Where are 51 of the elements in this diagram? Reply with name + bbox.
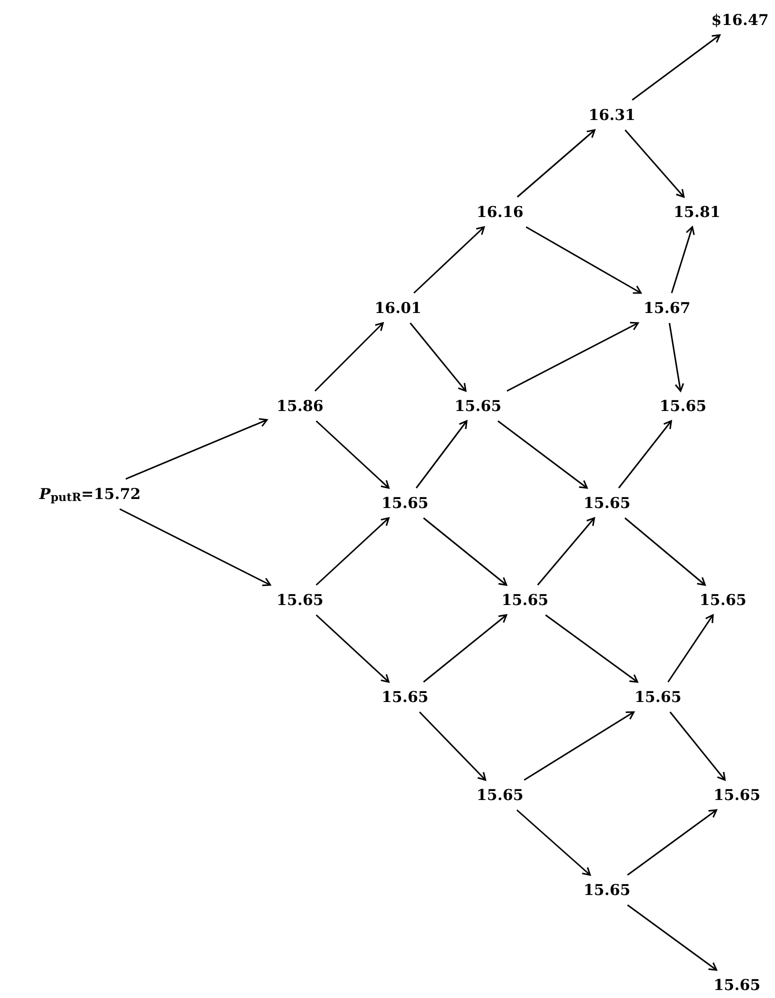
arrow [632,34,721,101]
arrow [316,517,390,586]
arrow [624,130,685,198]
arrow [526,226,642,294]
arrow [413,226,485,294]
node-value: 16.31 [588,108,636,122]
arrow [545,614,638,683]
node-value: 15.65 [584,882,630,898]
arrow [618,420,672,488]
node-value: 16.16 [476,204,524,220]
arrow [126,418,268,480]
node-value: 15.81 [674,204,720,220]
arrow [498,420,588,489]
arrow [416,420,468,488]
arrow [668,322,684,392]
node-value: 15.65 [382,690,428,704]
arrow [670,712,726,781]
arrow [627,809,718,876]
node-value: 15.67 [644,300,690,316]
node-value: 15.65 [584,496,630,510]
arrow [524,711,635,781]
arrow [537,517,596,586]
arrow [506,322,639,392]
node-value: $16.47 [711,12,769,28]
node-value: 15.65 [634,690,682,704]
node-value: 15.65 [382,496,428,510]
node-value: 15.65 [454,398,502,414]
node-value: P$_{put}$$_{R}$=15.72 [39,486,141,502]
node-value: 15.65 [714,788,760,802]
arrow [423,614,508,683]
node-value: 15.65 [276,592,324,608]
arrow [516,129,596,198]
node-value: 15.65 [700,592,746,608]
arrow [316,420,390,489]
node-value: 16.01 [374,300,422,316]
node-value: 15.65 [476,788,524,802]
node-value: 15.65 [714,978,760,992]
arrow [670,226,695,294]
arrow [667,614,714,682]
arrow [423,517,508,586]
arrow [419,711,486,781]
node-value: 15.65 [502,592,548,608]
node-value: 15.86 [276,398,324,414]
arrow [119,508,272,586]
arrow [624,517,706,586]
arrow [314,322,384,392]
node-value: 15.65 [660,398,706,414]
arrow [516,809,591,876]
arrow [316,614,390,683]
arrow [410,322,466,392]
arrow [627,904,718,971]
